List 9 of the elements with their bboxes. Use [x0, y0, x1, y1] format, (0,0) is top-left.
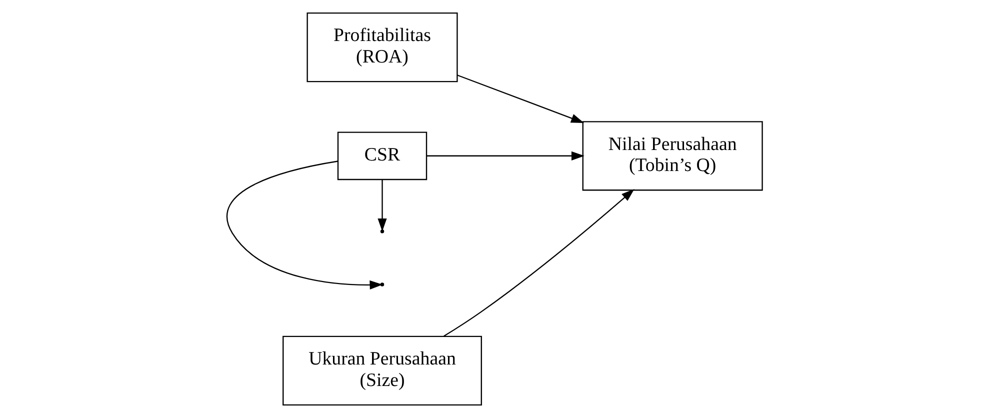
arrow: [457, 74, 584, 123]
arrow: [426, 151, 584, 160]
arrow: [444, 188, 634, 337]
node-box: Ukuran Perusahaan (Size): [282, 336, 482, 406]
arrow: [378, 180, 387, 232]
node-box: CSR: [337, 132, 428, 180]
node-box: Profitabilitas (ROA): [306, 12, 458, 82]
node-box: Nilai Perusahaan (Tobin’s Q): [582, 121, 763, 191]
arrow: [226, 160, 383, 290]
